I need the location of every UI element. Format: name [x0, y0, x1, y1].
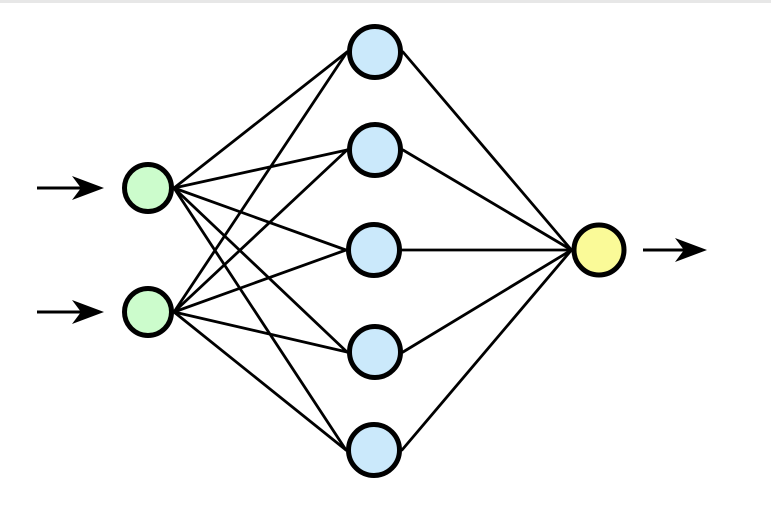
top-border-line [0, 0, 771, 3]
edge-h2-o1 [401, 148, 573, 252]
edge-i1-h1 [172, 50, 349, 190]
edge-h4-o1 [401, 248, 573, 354]
input-layer-node-i1 [122, 162, 174, 214]
hidden-layer-node-h3 [346, 222, 402, 278]
edge-i1-h2 [172, 148, 349, 190]
hidden-layer-node-h1 [347, 24, 403, 80]
edge-i1-h5 [172, 186, 348, 452]
input-layer-node-i2 [122, 286, 174, 338]
edge-i2-h1 [172, 50, 349, 314]
hidden-layer-node-h2 [347, 122, 403, 178]
edge-i1-h4 [172, 186, 349, 354]
edge-i2-h3 [172, 248, 348, 314]
hidden-layer-node-h4 [347, 324, 403, 380]
hidden-layer-node-h5 [346, 422, 402, 478]
edge-i2-h4 [172, 310, 349, 354]
input-arrow-1-head [72, 176, 104, 200]
edge-h5-o1 [400, 248, 573, 452]
input-arrow-2-head [72, 300, 104, 324]
output-arrow-head [675, 238, 707, 262]
edge-i1-h3 [172, 186, 348, 252]
edge-i2-h2 [172, 148, 349, 314]
edge-i2-h5 [172, 310, 348, 452]
output-layer-node-o1 [571, 222, 627, 278]
edge-h1-o1 [401, 50, 573, 252]
